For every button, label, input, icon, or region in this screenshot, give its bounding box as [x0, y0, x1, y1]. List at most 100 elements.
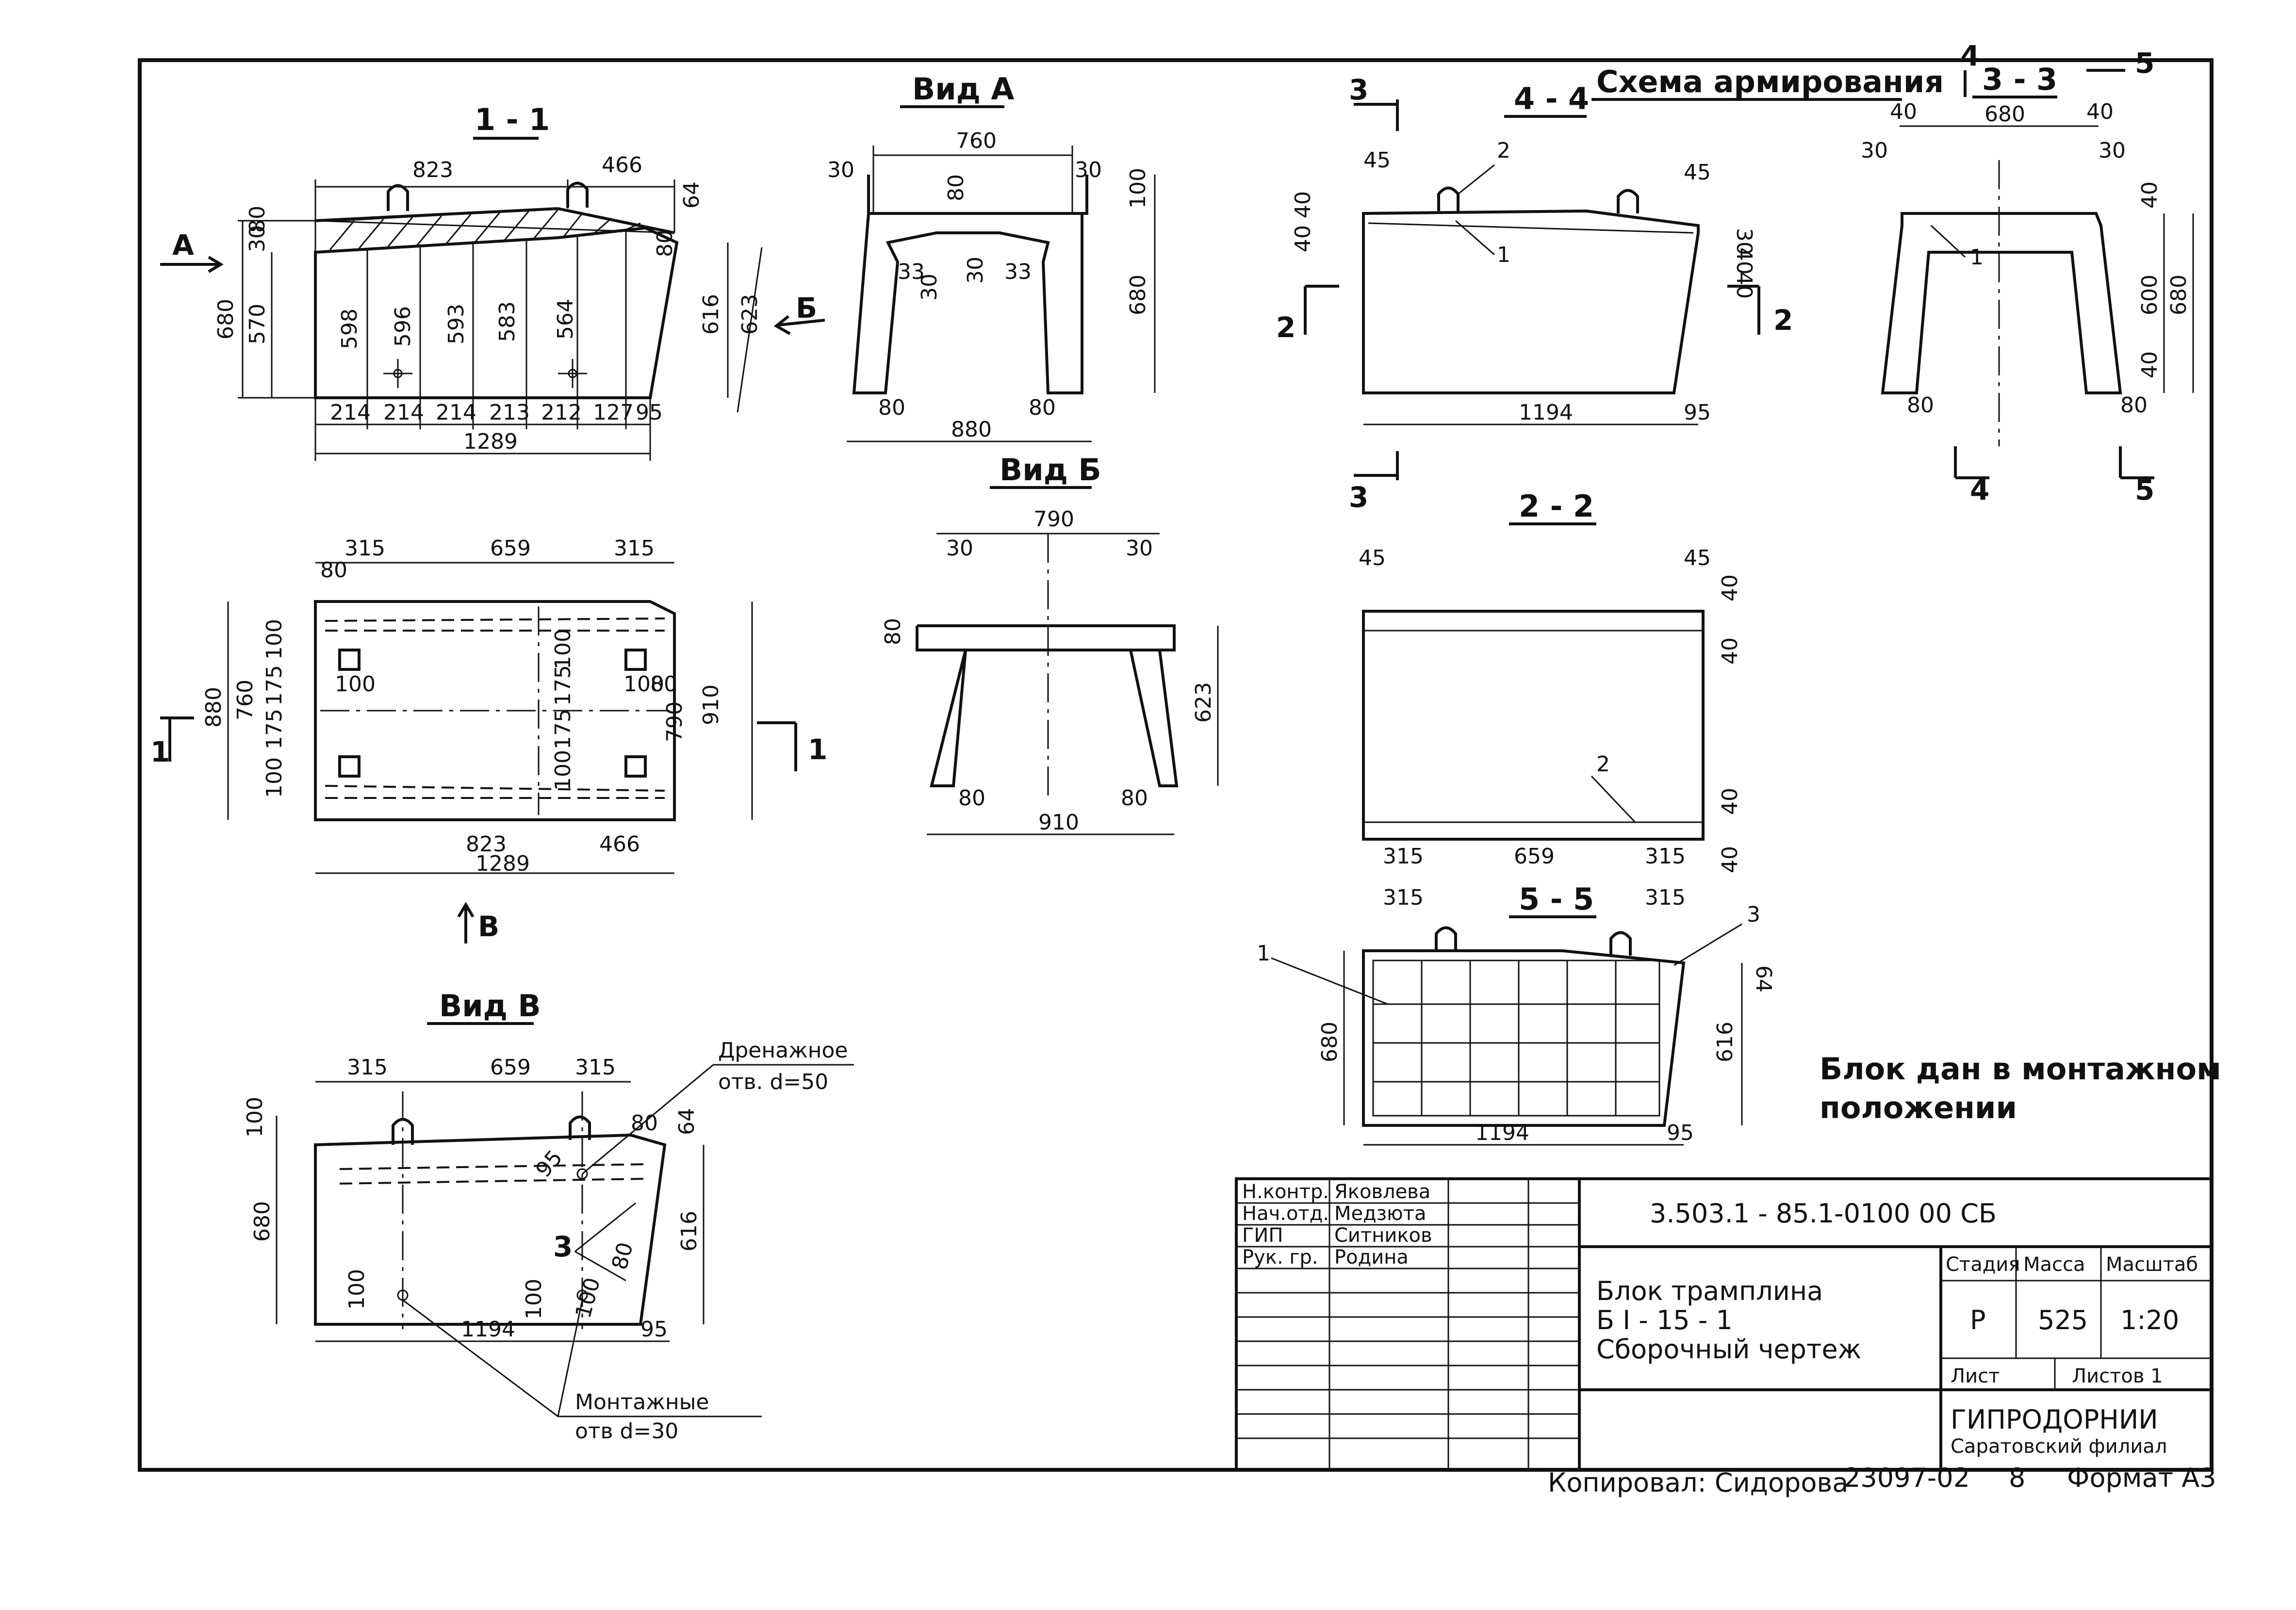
dimension-label: 64 — [674, 1108, 699, 1135]
dimension-label: 680 — [213, 299, 238, 340]
dimension-label: Медзюта — [1334, 1203, 1427, 1225]
doc-code: 3.503.1 - 85.1-0100 00 СБ — [1650, 1198, 1997, 1229]
title-block: Н.контр. Яковлева Нач.отд. Медзюта ГИП С… — [1235, 1177, 2213, 1471]
dimension-label: 3 — [1349, 73, 1368, 106]
dimension-label: 214 — [330, 400, 371, 425]
dimension-label: 80 — [2120, 393, 2148, 418]
dimension-label: 95 — [531, 1145, 567, 1182]
dimension-label: 3 - 3 — [1982, 62, 2057, 97]
dimension-label: 100 — [262, 757, 287, 798]
dimension-label: 30 — [1732, 228, 1756, 255]
dimension-label: 30 — [946, 536, 973, 561]
dimension-label: 1 — [150, 735, 170, 768]
dimension-label: 30 — [963, 257, 988, 284]
dimension-label: 466 — [599, 832, 640, 857]
dimension-label: 100 — [262, 619, 287, 660]
dimension-label: 2 - 2 — [1519, 488, 1594, 524]
dimension-label: 760 — [233, 680, 258, 720]
dimension-label: 5 — [2135, 473, 2154, 506]
dimension-label: Монтажные — [575, 1390, 709, 1415]
dimension-label: 80 — [1029, 395, 1056, 420]
dimension-label: 40 — [1732, 272, 1756, 299]
dimension-label: 3 — [553, 1230, 573, 1263]
drawing-title-1: Блок трамплина — [1596, 1276, 1823, 1306]
dimension-label: 616 — [1713, 1022, 1738, 1062]
footer: Копировал: Сидорова 23097-02 8 Формат А3 — [1548, 1463, 2216, 1498]
section-2-2: 2 - 2 45 45 40 40 40 40 2 315 659 315 — [1359, 488, 1742, 873]
dimension-label: 40 — [2086, 99, 2114, 124]
plan-view: 315 659 315 80 880 760 100 175 175 100 1… — [150, 536, 827, 943]
dimension-label: 40 — [1890, 99, 1917, 124]
dimension-label: 616 — [699, 294, 723, 335]
dimension-label: 30 — [1126, 536, 1153, 561]
org-name: ГИПРОДОРНИИ — [1951, 1404, 2158, 1435]
dimension-label: 1194 — [461, 1317, 515, 1342]
dimension-label: 616 — [677, 1211, 702, 1252]
dimension-label: 598 — [337, 309, 362, 349]
dimension-label: Вид Б — [1000, 452, 1101, 488]
drawing-title-2: Б I - 15 - 1 — [1596, 1305, 1733, 1335]
dimension-label: 680 — [1317, 1022, 1342, 1062]
dimension-label: 2 — [1497, 138, 1510, 163]
dimension-label: 4 - 4 — [1514, 81, 1589, 116]
dimension-label: 80 — [881, 618, 905, 645]
dimension-label: 600 — [2137, 275, 2162, 315]
dimension-label: 30 — [1861, 138, 1888, 163]
dimension-label: 64 — [1751, 965, 1776, 992]
dimension-label: 45 — [1363, 148, 1391, 173]
dimension-label: Масса — [2023, 1253, 2085, 1276]
dimension-label: 95 — [1684, 400, 1711, 425]
dimension-label: 3 — [1349, 481, 1368, 514]
view-b: Вид Б 790 30 30 80 623 80 80 910 — [881, 452, 1219, 835]
dimension-label: 790 — [1033, 507, 1074, 532]
dimension-label: 80 — [944, 174, 968, 201]
dimension-label: 80 — [650, 672, 677, 697]
dimension-label: 315 — [1383, 885, 1424, 910]
dimension-label: Копировал: Сидорова — [1548, 1467, 1848, 1498]
dimension-label: 659 — [490, 1055, 531, 1080]
sheet-frame — [138, 58, 2214, 1472]
dimension-label: 175 — [551, 665, 575, 706]
dimension-label: 40 — [1291, 225, 1315, 252]
dimension-label: 570 — [245, 304, 270, 344]
dimension-label: 33 — [898, 260, 925, 284]
dimension-label: 95 — [636, 400, 663, 425]
section-1-1: 1 - 1 823 466 6 — [160, 102, 825, 461]
dimension-label: 315 — [575, 1055, 616, 1080]
dimension-label: 30 — [1075, 158, 1102, 182]
dimension-label: 315 — [1645, 844, 1686, 869]
dimension-label: Р — [1970, 1305, 1986, 1335]
dimension-label: Рук. гр. — [1242, 1246, 1318, 1268]
dimension-label: Б — [796, 292, 817, 325]
dimension-label: Яковлева — [1334, 1181, 1430, 1203]
dimension-label: 80 — [958, 786, 985, 811]
note-line-2: положении — [1820, 1090, 2017, 1125]
dimension-label: Дренажное — [718, 1038, 848, 1063]
dimension-label: 315 — [1645, 885, 1686, 910]
dimension-label: 212 — [541, 400, 582, 425]
dimension-label: 1 — [1497, 243, 1510, 267]
section-4-4: 4 - 4 Схема армирования 3 3 2 2 45 45 40… — [1276, 64, 1944, 514]
dimension-label: Формат А3 — [2067, 1463, 2216, 1493]
dimension-label: Схема армирования — [1596, 64, 1944, 99]
dimension-label: 2 — [1276, 311, 1296, 344]
dimension-label: 175 — [262, 665, 287, 706]
dimension-label: 40 — [1718, 846, 1742, 873]
dimension-label: 880 — [951, 417, 992, 442]
dimension-label: 100 — [522, 1279, 546, 1319]
dimension-label: 80 — [320, 558, 347, 583]
dimension-label: 175 — [551, 709, 575, 749]
dimension-label: 910 — [699, 684, 723, 725]
dimension-label: 790 — [662, 701, 687, 742]
org-branch: Саратовский филиал — [1951, 1435, 2167, 1458]
dimension-label: 213 — [489, 400, 530, 425]
dimension-label: 80 — [1907, 393, 1934, 418]
dimension-label: 40 — [1291, 191, 1315, 218]
dimension-label: 80 — [878, 395, 905, 420]
dimension-label: 910 — [1038, 810, 1079, 835]
dimension-label: 30 — [827, 158, 854, 182]
dimension-label: 100 — [551, 750, 575, 791]
dimension-label: 2 — [1596, 752, 1610, 777]
dimension-label: 564 — [553, 299, 578, 340]
dimension-label: 100 — [243, 1097, 267, 1138]
